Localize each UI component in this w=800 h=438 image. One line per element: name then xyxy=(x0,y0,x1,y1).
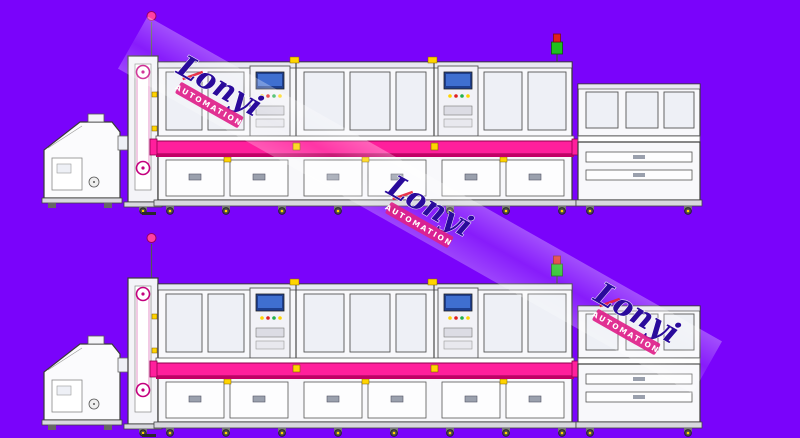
watermark-sub-bar xyxy=(592,309,661,355)
watermark-sub-bar xyxy=(175,82,244,128)
watermark-sub-bar xyxy=(385,202,454,248)
watermark-logo-slash-icon xyxy=(392,190,414,201)
watermark: Lonyi AUTOMATION Lonyi AUTOMATION Lonyi … xyxy=(118,16,722,394)
watermark-logo-slash-icon xyxy=(599,297,621,308)
watermark-logo-slash-icon xyxy=(182,70,204,81)
watermark-band xyxy=(118,16,722,394)
